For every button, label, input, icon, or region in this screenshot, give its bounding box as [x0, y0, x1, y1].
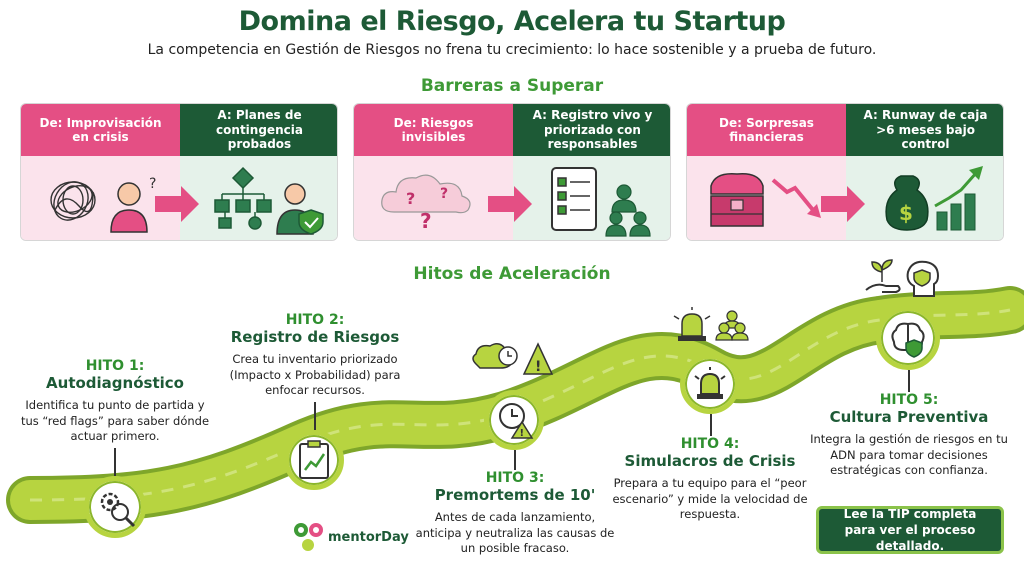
svg-text:?: ?	[149, 176, 156, 192]
tangle-icon	[50, 181, 96, 221]
hito-2-desc: Crea tu inventario priorizado (Impacto x…	[229, 352, 401, 398]
barrier-from-2: De: Riesgos invisibles	[354, 104, 513, 156]
barrier-to-2: A: Registro vivo y priorizado con respon…	[513, 104, 670, 156]
hito-4-name: Simulacros de Crisis	[624, 452, 796, 470]
barrier-to-3: A: Runway de caja >6 meses bajo control	[846, 104, 1003, 156]
hito-1-desc: Identifica tu punto de partida y tus “re…	[20, 398, 210, 444]
hito-3-name: Premortems de 10'	[434, 486, 596, 504]
team-icon	[605, 184, 651, 237]
svg-text:!: !	[535, 359, 541, 375]
cloud-question-icon: ? ? ?	[381, 174, 471, 233]
page-title: Domina el Riesgo, Acelera tu Startup	[238, 6, 786, 37]
gear-search-icon	[100, 492, 136, 528]
money-bag-growth-icon: $	[885, 166, 983, 231]
hito-5-label: HITO 5:	[879, 392, 939, 408]
barrier-card-3: De: Sorpresas financieras A: Runway de c…	[686, 103, 1004, 241]
mentorday-logo: mentorDay	[292, 522, 409, 552]
mentorday-logo-icon	[294, 523, 323, 551]
barrier-from-3: De: Sorpresas financieras	[687, 104, 846, 156]
brain-shield-icon	[891, 322, 925, 358]
clock-warning-icon: !	[499, 403, 534, 439]
hito-3: HITO 3: Premortems de 10' Antes de cada …	[412, 470, 618, 557]
arrow-right-icon	[821, 186, 865, 222]
confused-person-icon: ?	[110, 176, 156, 233]
barriers-title: Barreras a Superar	[420, 76, 604, 96]
svg-text:?: ?	[440, 186, 448, 202]
checklist-icon	[551, 167, 597, 231]
page-subtitle: La competencia en Gestión de Riesgos no …	[147, 42, 877, 58]
hito-1: HITO 1: Autodiagnóstico Identifica tu pu…	[20, 358, 210, 445]
mentorday-logo-text: mentorDay	[328, 529, 409, 545]
hito-3-marker	[484, 390, 544, 450]
hito-5: HITO 5: Cultura Preventiva Integra la ge…	[806, 392, 1012, 479]
hito-5-desc: Integra la gestión de riesgos en tu ADN …	[810, 432, 1008, 478]
barrier-to-1: A: Planes de contingencia probados	[180, 104, 337, 156]
read-tip-button[interactable]: Lee la TIP completa para ver el proceso …	[816, 506, 1004, 554]
arrow-right-icon	[155, 186, 199, 222]
hito-2-label: HITO 2:	[285, 312, 345, 328]
hito-3-label: HITO 3:	[485, 470, 545, 486]
shield-person-icon	[276, 183, 324, 235]
barrier-card-2: De: Riesgos invisibles A: Registro vivo …	[353, 103, 671, 241]
svg-text:?: ?	[406, 189, 415, 208]
milestones-title: Hitos de Aceleración	[413, 264, 611, 284]
hito-4-desc: Prepara a tu equipo para el “peor escena…	[612, 476, 808, 522]
hito-4-marker	[680, 354, 740, 414]
hito-5-marker	[876, 306, 940, 370]
hito-4: HITO 4: Simulacros de Crisis Prepara a t…	[612, 436, 808, 523]
hito-3-desc: Antes de cada lanzamiento, anticipa y ne…	[415, 510, 615, 556]
hito-1-name: Autodiagnóstico	[46, 374, 184, 392]
barrier-from-1: De: Improvisación en crisis	[21, 104, 180, 156]
arrow-right-icon	[488, 186, 532, 222]
svg-text:?: ?	[420, 209, 432, 233]
treasure-chest-icon	[710, 173, 764, 227]
culture-icons	[865, 259, 940, 297]
down-trend-icon	[771, 178, 821, 218]
crisis-drill-icons	[673, 307, 749, 341]
svg-text:!: !	[520, 428, 525, 439]
hito-1-label: HITO 1:	[85, 358, 145, 374]
hito-2: HITO 2: Registro de Riesgos Crea tu inve…	[210, 312, 420, 399]
barrier-card-1: De: Improvisación en crisis A: Planes de…	[20, 103, 338, 241]
svg-text:$: $	[899, 201, 913, 225]
flowchart-icon	[214, 166, 272, 230]
hito-4-label: HITO 4:	[680, 436, 740, 452]
hito-2-name: Registro de Riesgos	[230, 328, 400, 346]
hito-5-name: Cultura Preventiva	[829, 408, 989, 426]
alarm-icon	[694, 367, 726, 399]
clipboard-chart-icon	[299, 440, 329, 479]
premortem-icons: !	[472, 342, 554, 375]
